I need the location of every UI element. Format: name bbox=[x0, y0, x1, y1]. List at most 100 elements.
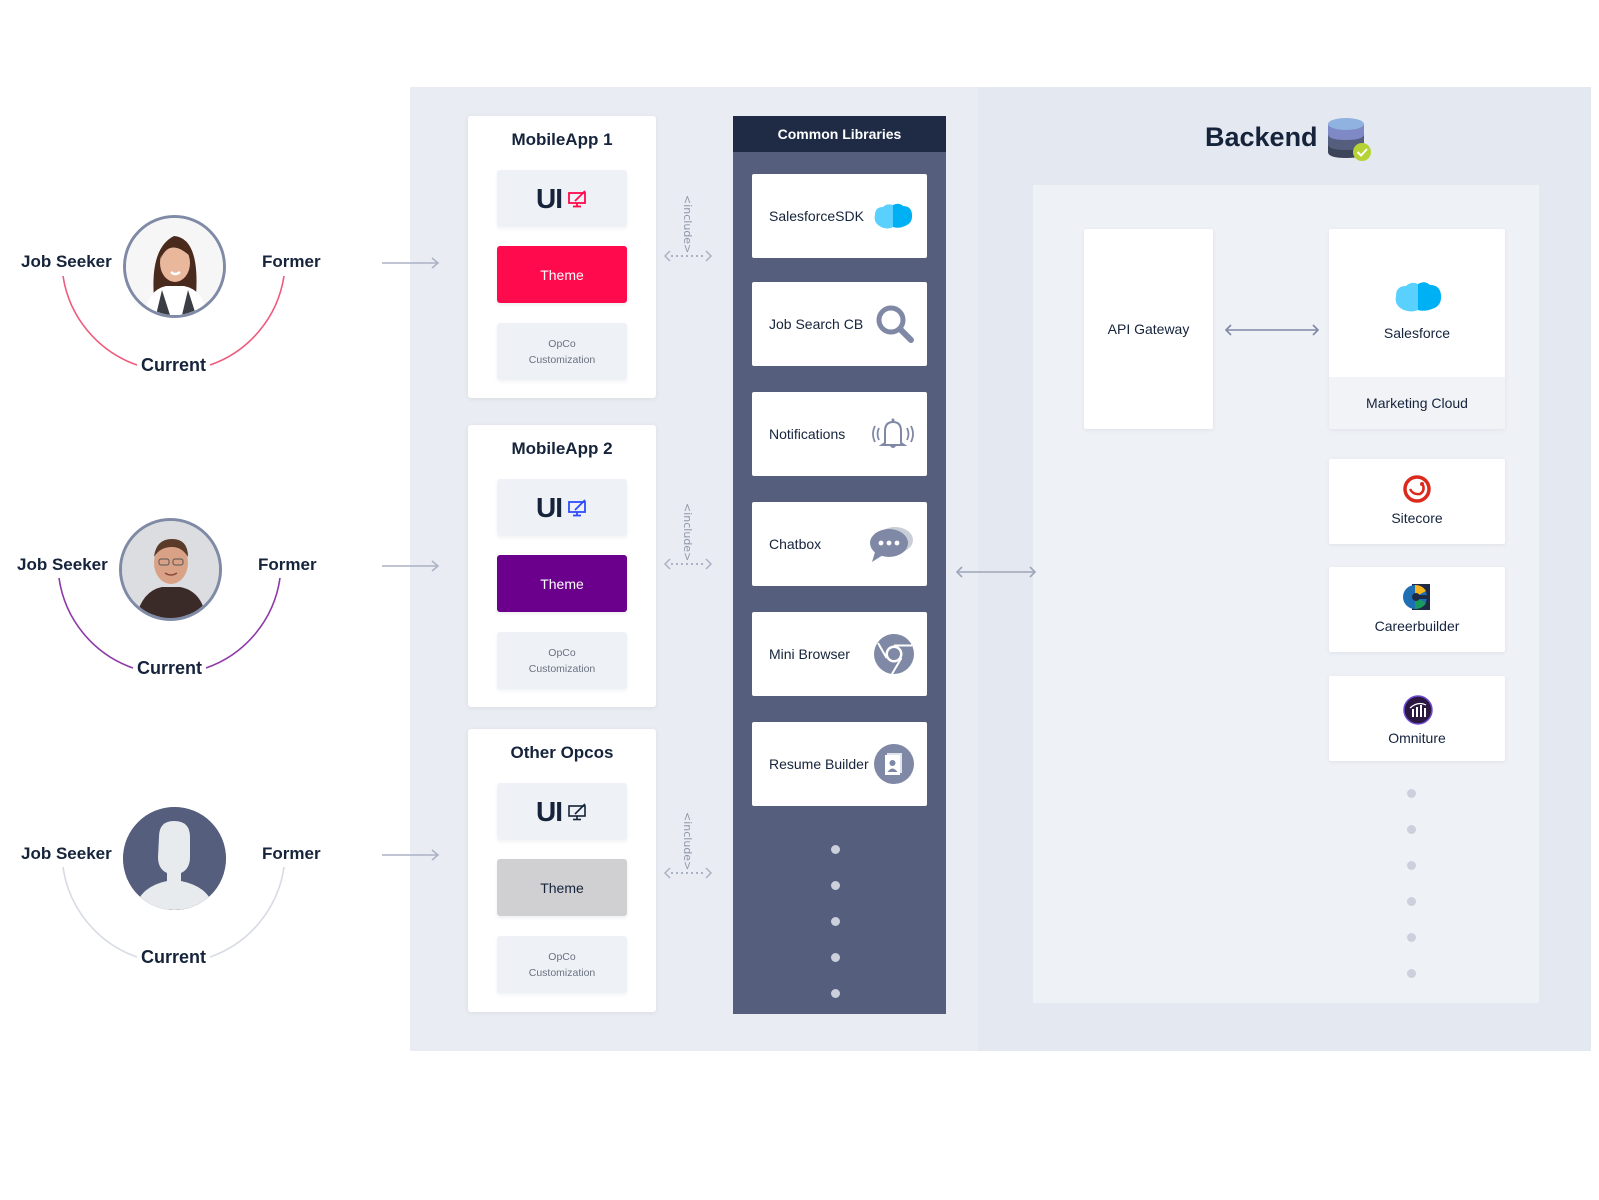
include-label: <include> bbox=[681, 195, 694, 254]
backend-title: Backend bbox=[1205, 122, 1318, 152]
salesforce-label: Salesforce bbox=[1383, 325, 1451, 341]
marketing-cloud-section: Marketing Cloud bbox=[1329, 377, 1505, 429]
api-gateway-card: API Gateway bbox=[1084, 229, 1213, 429]
salesforce-cloud-icon bbox=[874, 203, 913, 229]
app-card-mobileapp-2: MobileApp 2 UI Theme OpCo Customization bbox=[468, 425, 656, 707]
generic-user-icon bbox=[123, 807, 226, 910]
lib-item-resume-builder: Resume Builder bbox=[752, 722, 927, 806]
woman-photo-icon bbox=[126, 218, 223, 315]
sitecore-icon bbox=[1403, 475, 1431, 503]
chat-bubble-icon bbox=[870, 527, 913, 562]
include-connector-2: <include> bbox=[663, 503, 715, 573]
careerbuilder-icon bbox=[1403, 584, 1430, 610]
arrow-right-icon bbox=[382, 560, 440, 572]
ui-block: UI bbox=[497, 170, 627, 227]
theme-block: Theme bbox=[497, 555, 627, 612]
double-arrow-icon bbox=[955, 566, 1037, 578]
former-label: Former bbox=[262, 252, 321, 271]
persona-arc bbox=[62, 866, 285, 958]
lib-item-notifications: Notifications bbox=[752, 392, 927, 476]
app-title: MobileApp 1 bbox=[511, 130, 613, 149]
sitecore-card: Sitecore bbox=[1329, 459, 1505, 544]
service-name: Careerbuilder bbox=[1374, 618, 1460, 634]
dotted-double-arrow-icon bbox=[663, 250, 713, 262]
lib-item-salesforcesdk: SalesforceSDK bbox=[752, 174, 927, 258]
monitor-edit-icon bbox=[568, 498, 586, 516]
lib-name: Resume Builder bbox=[769, 756, 869, 772]
api-gateway-label: API Gateway bbox=[1107, 321, 1190, 337]
job-seeker-label: Job Seeker bbox=[17, 555, 108, 574]
ui-label: UI bbox=[536, 795, 563, 827]
former-label: Former bbox=[258, 555, 317, 574]
monitor-edit-icon bbox=[568, 802, 586, 820]
opco-line-1: OpCo bbox=[548, 646, 576, 659]
include-label: <include> bbox=[681, 503, 694, 562]
job-seeker-label: Job Seeker bbox=[21, 844, 112, 863]
include-connector-3: <include> bbox=[663, 812, 715, 882]
opco-line-1: OpCo bbox=[548, 337, 576, 350]
persona-1: Job Seeker Former Current bbox=[0, 205, 440, 405]
opco-line-2: Customization bbox=[528, 966, 596, 979]
marketing-cloud-label: Marketing Cloud bbox=[1366, 395, 1468, 411]
opco-customization-block: OpCo Customization bbox=[497, 323, 627, 380]
lib-name: Chatbox bbox=[769, 536, 822, 552]
chrome-icon bbox=[874, 634, 914, 675]
opco-customization-block: OpCo Customization bbox=[497, 936, 627, 993]
resume-icon bbox=[874, 744, 914, 784]
ui-block: UI bbox=[497, 783, 627, 840]
opco-line-2: Customization bbox=[528, 353, 596, 366]
common-libraries-panel: Common Libraries SalesforceSDK Job Searc… bbox=[733, 116, 946, 1014]
bell-icon bbox=[872, 418, 914, 448]
monitor-edit-icon bbox=[568, 189, 586, 207]
app-card-mobileapp-1: MobileApp 1 UI Theme OpCo Customization bbox=[468, 116, 656, 398]
database-check-icon bbox=[1328, 118, 1371, 161]
app-title: Other Opcos bbox=[510, 743, 614, 762]
persona-2: Job Seeker Former Current bbox=[0, 508, 440, 708]
opco-line-1: OpCo bbox=[548, 950, 576, 963]
current-label: Current bbox=[141, 355, 207, 375]
persona-arc bbox=[58, 577, 281, 669]
lib-item-chatbox: Chatbox bbox=[752, 502, 927, 586]
include-label: <include> bbox=[681, 812, 694, 871]
include-connector-1: <include> bbox=[663, 195, 715, 265]
avatar-man bbox=[119, 518, 222, 621]
job-seeker-label: Job Seeker bbox=[21, 252, 112, 271]
former-label: Former bbox=[262, 844, 321, 863]
double-arrow-icon bbox=[1224, 324, 1320, 336]
avatar-woman bbox=[123, 215, 226, 318]
dotted-double-arrow-icon bbox=[663, 558, 713, 570]
man-photo-icon bbox=[122, 521, 219, 618]
magnifier-icon bbox=[876, 305, 914, 343]
lib-name: Notifications bbox=[769, 426, 846, 442]
salesforce-cloud-icon bbox=[1395, 282, 1442, 312]
ui-block: UI bbox=[497, 479, 627, 536]
lib-name: Mini Browser bbox=[769, 646, 850, 662]
service-name: Omniture bbox=[1388, 730, 1446, 746]
ui-label: UI bbox=[536, 182, 563, 214]
salesforce-card: Salesforce Marketing Cloud bbox=[1329, 229, 1505, 429]
app-title: MobileApp 2 bbox=[511, 439, 613, 458]
persona-3: Job Seeker Former Current bbox=[0, 797, 440, 997]
dotted-double-arrow-icon bbox=[663, 867, 713, 879]
theme-block: Theme bbox=[497, 859, 627, 916]
careerbuilder-card: Careerbuilder bbox=[1329, 567, 1505, 652]
lib-name: Job Search CB bbox=[769, 316, 864, 332]
avatar-generic bbox=[123, 807, 226, 910]
ui-label: UI bbox=[536, 491, 563, 523]
opco-customization-block: OpCo Customization bbox=[497, 632, 627, 689]
common-libraries-title: Common Libraries bbox=[733, 116, 946, 152]
omniture-card: Omniture bbox=[1329, 676, 1505, 761]
theme-block: Theme bbox=[497, 246, 627, 303]
lib-name: SalesforceSDK bbox=[769, 208, 864, 224]
persona-arc bbox=[62, 275, 285, 366]
app-card-other-opcos: Other Opcos UI Theme OpCo Customization bbox=[468, 729, 656, 1012]
service-name: Sitecore bbox=[1391, 510, 1443, 526]
current-label: Current bbox=[137, 658, 203, 678]
lib-item-job-search-cb: Job Search CB bbox=[752, 282, 927, 366]
arrow-right-icon bbox=[382, 257, 440, 269]
omniture-icon bbox=[1403, 695, 1433, 725]
opco-line-2: Customization bbox=[528, 662, 596, 675]
lib-item-mini-browser: Mini Browser bbox=[752, 612, 927, 696]
current-label: Current bbox=[141, 947, 207, 967]
arrow-right-icon bbox=[382, 849, 440, 861]
